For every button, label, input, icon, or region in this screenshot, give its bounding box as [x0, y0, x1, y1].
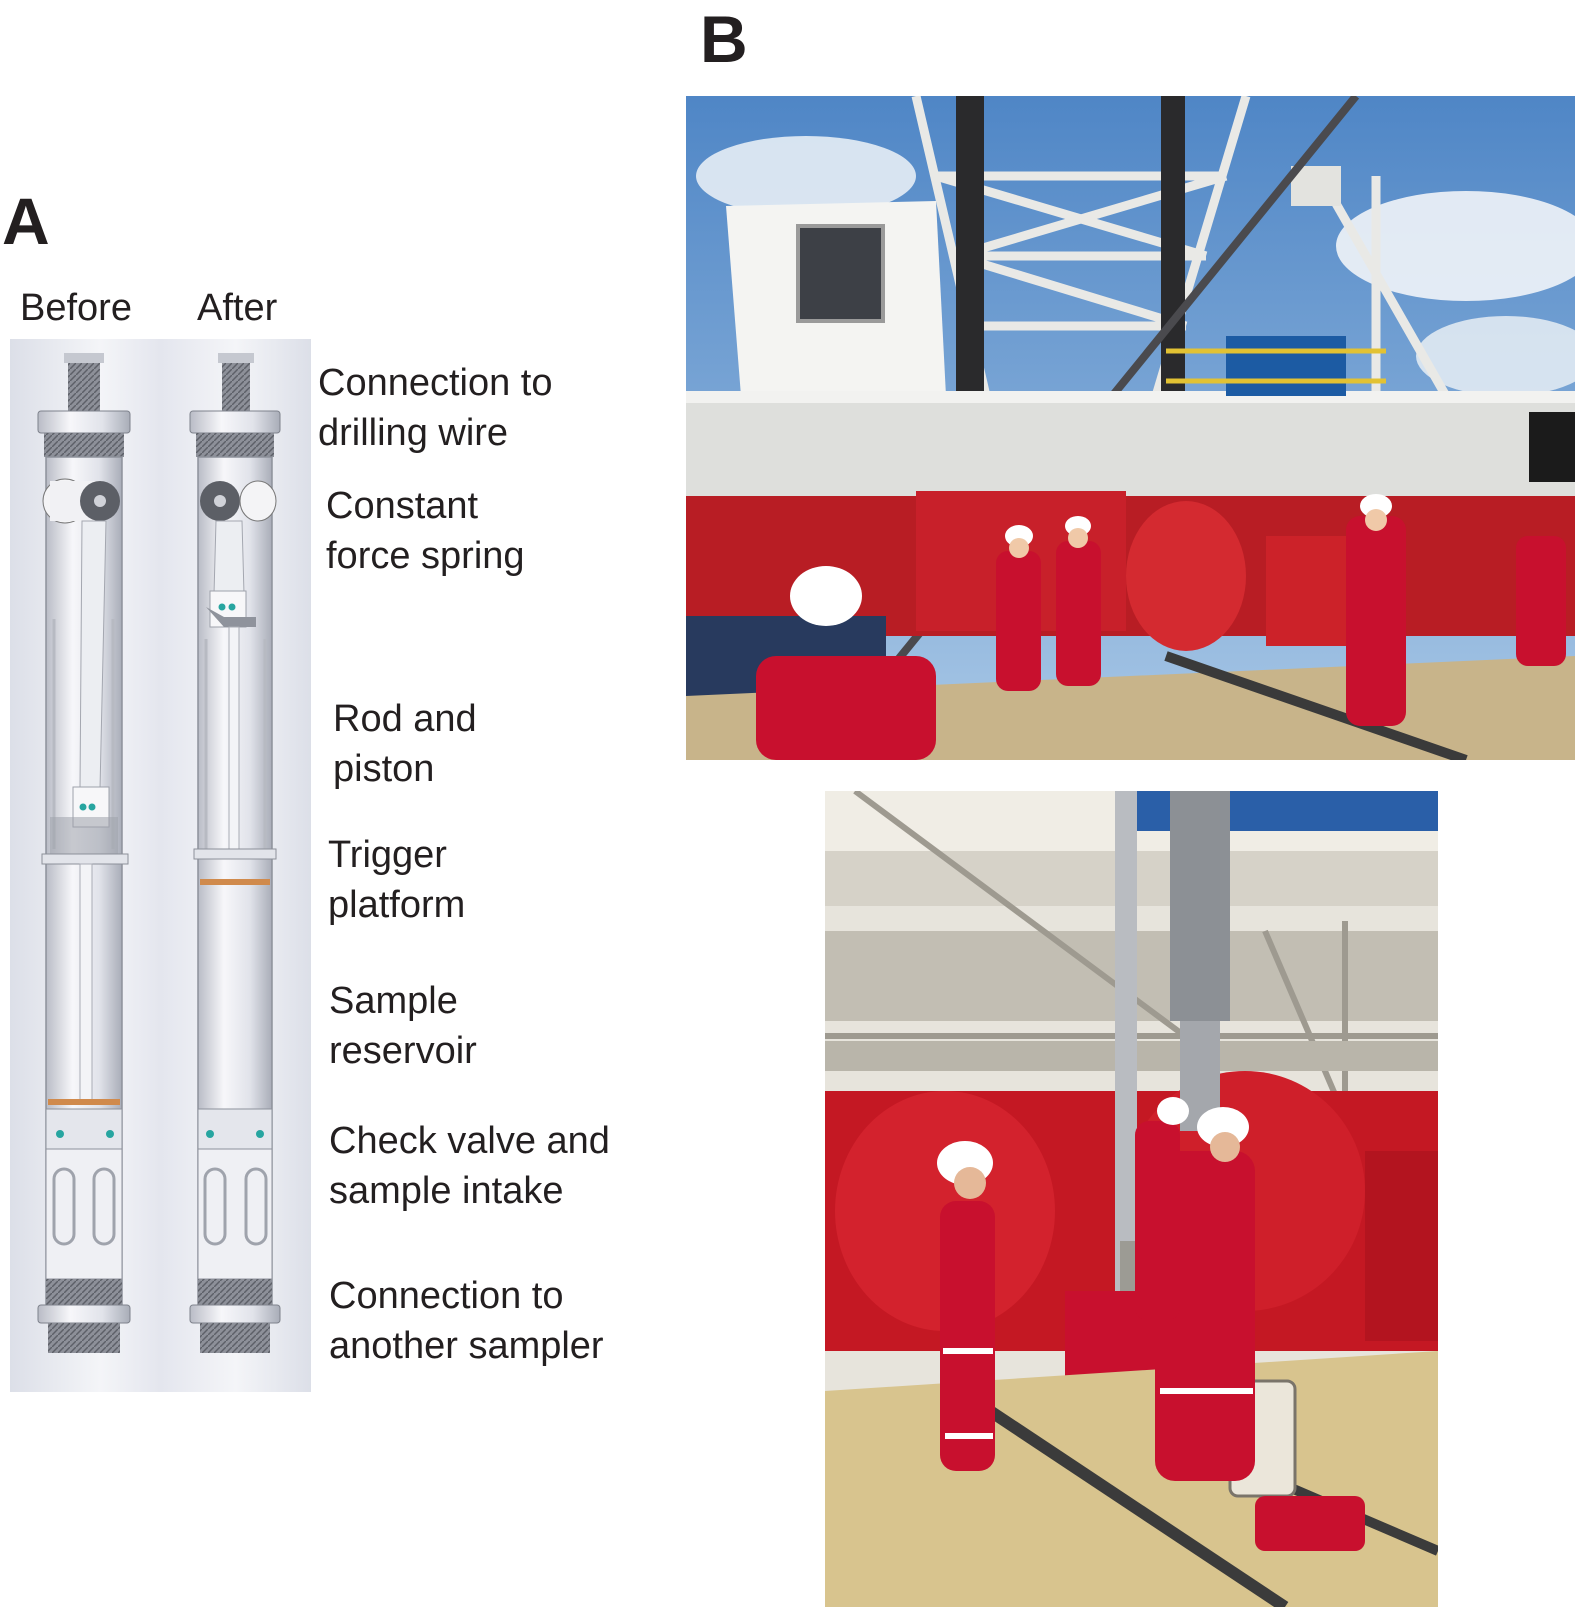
sampler-before-drawing	[37, 353, 131, 1353]
column-label-before: Before	[20, 287, 132, 329]
label-constant-force-spring: Constant force spring	[326, 485, 525, 577]
label-sample-reservoir: Sample reservoir	[329, 980, 477, 1072]
photo-pipe-handling-crew	[825, 791, 1438, 1607]
label-connection-another-sampler: Connection to another sampler	[329, 1275, 604, 1367]
panel-letter-b: B	[700, 2, 748, 76]
photo-rig-floor-crew	[686, 96, 1575, 760]
label-rod-and-piston: Rod and piston	[333, 698, 477, 790]
column-label-after: After	[197, 287, 278, 329]
panel-letter-a: A	[2, 184, 50, 258]
label-connection-drilling-wire: Connection to drilling wire	[318, 362, 553, 454]
label-check-valve-sample-intake: Check valve and sample intake	[329, 1120, 610, 1212]
sampler-after-drawing	[189, 353, 281, 1353]
label-trigger-platform: Trigger platform	[328, 834, 466, 926]
